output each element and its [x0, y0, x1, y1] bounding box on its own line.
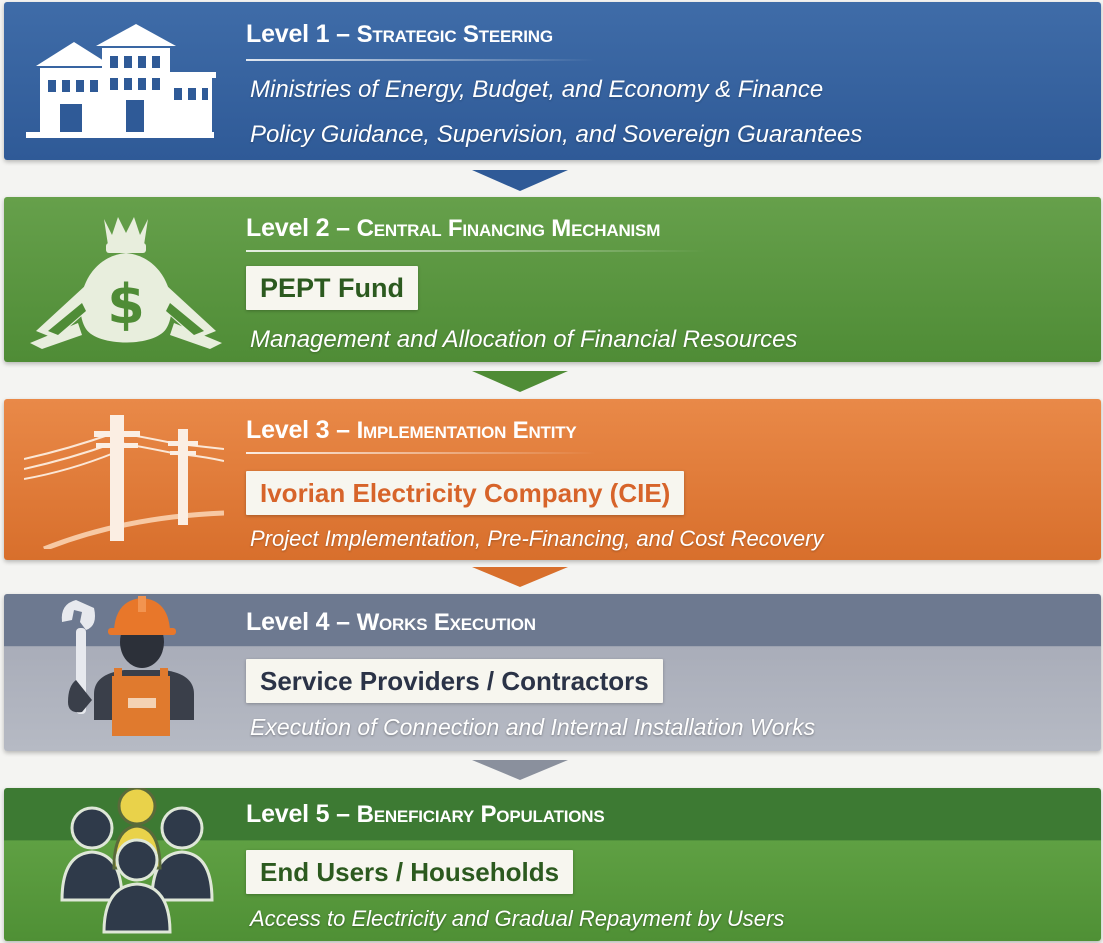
level-3-title-main: Implementation Entity — [356, 417, 577, 444]
level-1-divider — [246, 59, 596, 61]
money-bag-icon: $ — [26, 211, 226, 351]
level-1-title-prefix: Level 1 – — [246, 20, 350, 48]
worker-with-wrench-icon — [54, 594, 254, 750]
level-5-entity-box: End Users / Households — [246, 850, 574, 894]
arrow-level-1-to-2 — [472, 170, 568, 191]
svg-text:$: $ — [107, 273, 145, 336]
level-2-entity-box: PEPT Fund — [246, 266, 418, 310]
level-1-title: Level 1 – Strategic Steering — [246, 20, 553, 49]
government-buildings-icon — [26, 24, 226, 142]
power-lines-icon — [24, 409, 224, 549]
level-4-line-1: Execution of Connection and Internal Ins… — [250, 714, 816, 740]
level-4-title: Level 4 – Works Execution — [246, 608, 536, 637]
level-3-title: Level 3 – Implementation Entity — [246, 416, 577, 445]
level-3-title-prefix: Level 3 – — [246, 416, 350, 444]
arrow-level-4-to-5 — [472, 760, 568, 780]
people-group-icon — [52, 788, 252, 940]
level-1-line-1: Ministries of Energy, Budget, and Econom… — [250, 76, 824, 103]
level-5-line-1: Access to Electricity and Gradual Repaym… — [250, 906, 785, 931]
level-3-panel: Level 3 – Implementation Entity Ivorian … — [4, 399, 1101, 560]
level-5-title: Level 5 – Beneficiary Populations — [246, 800, 605, 829]
arrow-level-2-to-3 — [472, 371, 568, 392]
level-1-title-main: Strategic Steering — [356, 21, 553, 48]
level-2-divider — [246, 250, 706, 252]
level-2-panel: $ Level 2 – Central Financing Mechanism … — [4, 197, 1101, 362]
level-2-title-main: Central Financing Mechanism — [356, 215, 661, 242]
level-1-line-2: Policy Guidance, Supervision, and Sovere… — [250, 121, 863, 148]
level-2-title-prefix: Level 2 – — [246, 214, 350, 242]
level-4-title-prefix: Level 4 – — [246, 608, 350, 636]
arrow-level-3-to-4 — [472, 567, 568, 587]
level-5-title-main: Beneficiary Populations — [356, 801, 605, 828]
level-4-panel: Level 4 – Works Execution Service Provid… — [4, 594, 1101, 751]
level-5-title-prefix: Level 5 – — [246, 800, 350, 828]
level-2-title: Level 2 – Central Financing Mechanism — [246, 214, 660, 243]
level-4-entity-box: Service Providers / Contractors — [246, 659, 663, 703]
level-2-line-1: Management and Allocation of Financial R… — [250, 326, 798, 353]
level-5-panel: Level 5 – Beneficiary Populations End Us… — [4, 788, 1101, 941]
level-4-title-main: Works Execution — [356, 609, 536, 636]
level-3-entity-box: Ivorian Electricity Company (CIE) — [246, 471, 685, 515]
level-3-line-1: Project Implementation, Pre-Financing, a… — [250, 526, 824, 551]
level-1-panel: Level 1 – Strategic Steering Ministries … — [4, 2, 1101, 160]
level-3-divider — [246, 452, 596, 454]
